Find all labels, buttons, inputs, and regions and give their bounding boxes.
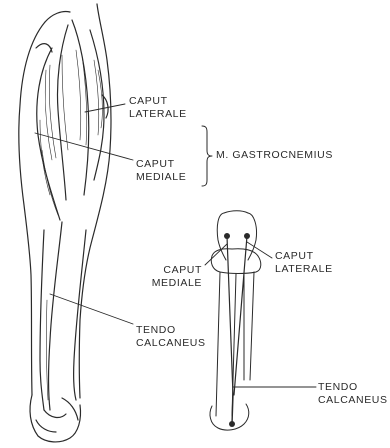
leader-caput-mediale-2	[205, 244, 227, 265]
label-m-gastrocnemius: M. GASTROCNEMIUS	[216, 149, 333, 162]
leg-illustration	[19, 4, 111, 442]
schematic-leg	[210, 211, 261, 430]
leader-tendo-calcaneus-1	[50, 294, 133, 324]
leader-caput-laterale-1	[85, 104, 125, 112]
brace	[202, 126, 212, 186]
